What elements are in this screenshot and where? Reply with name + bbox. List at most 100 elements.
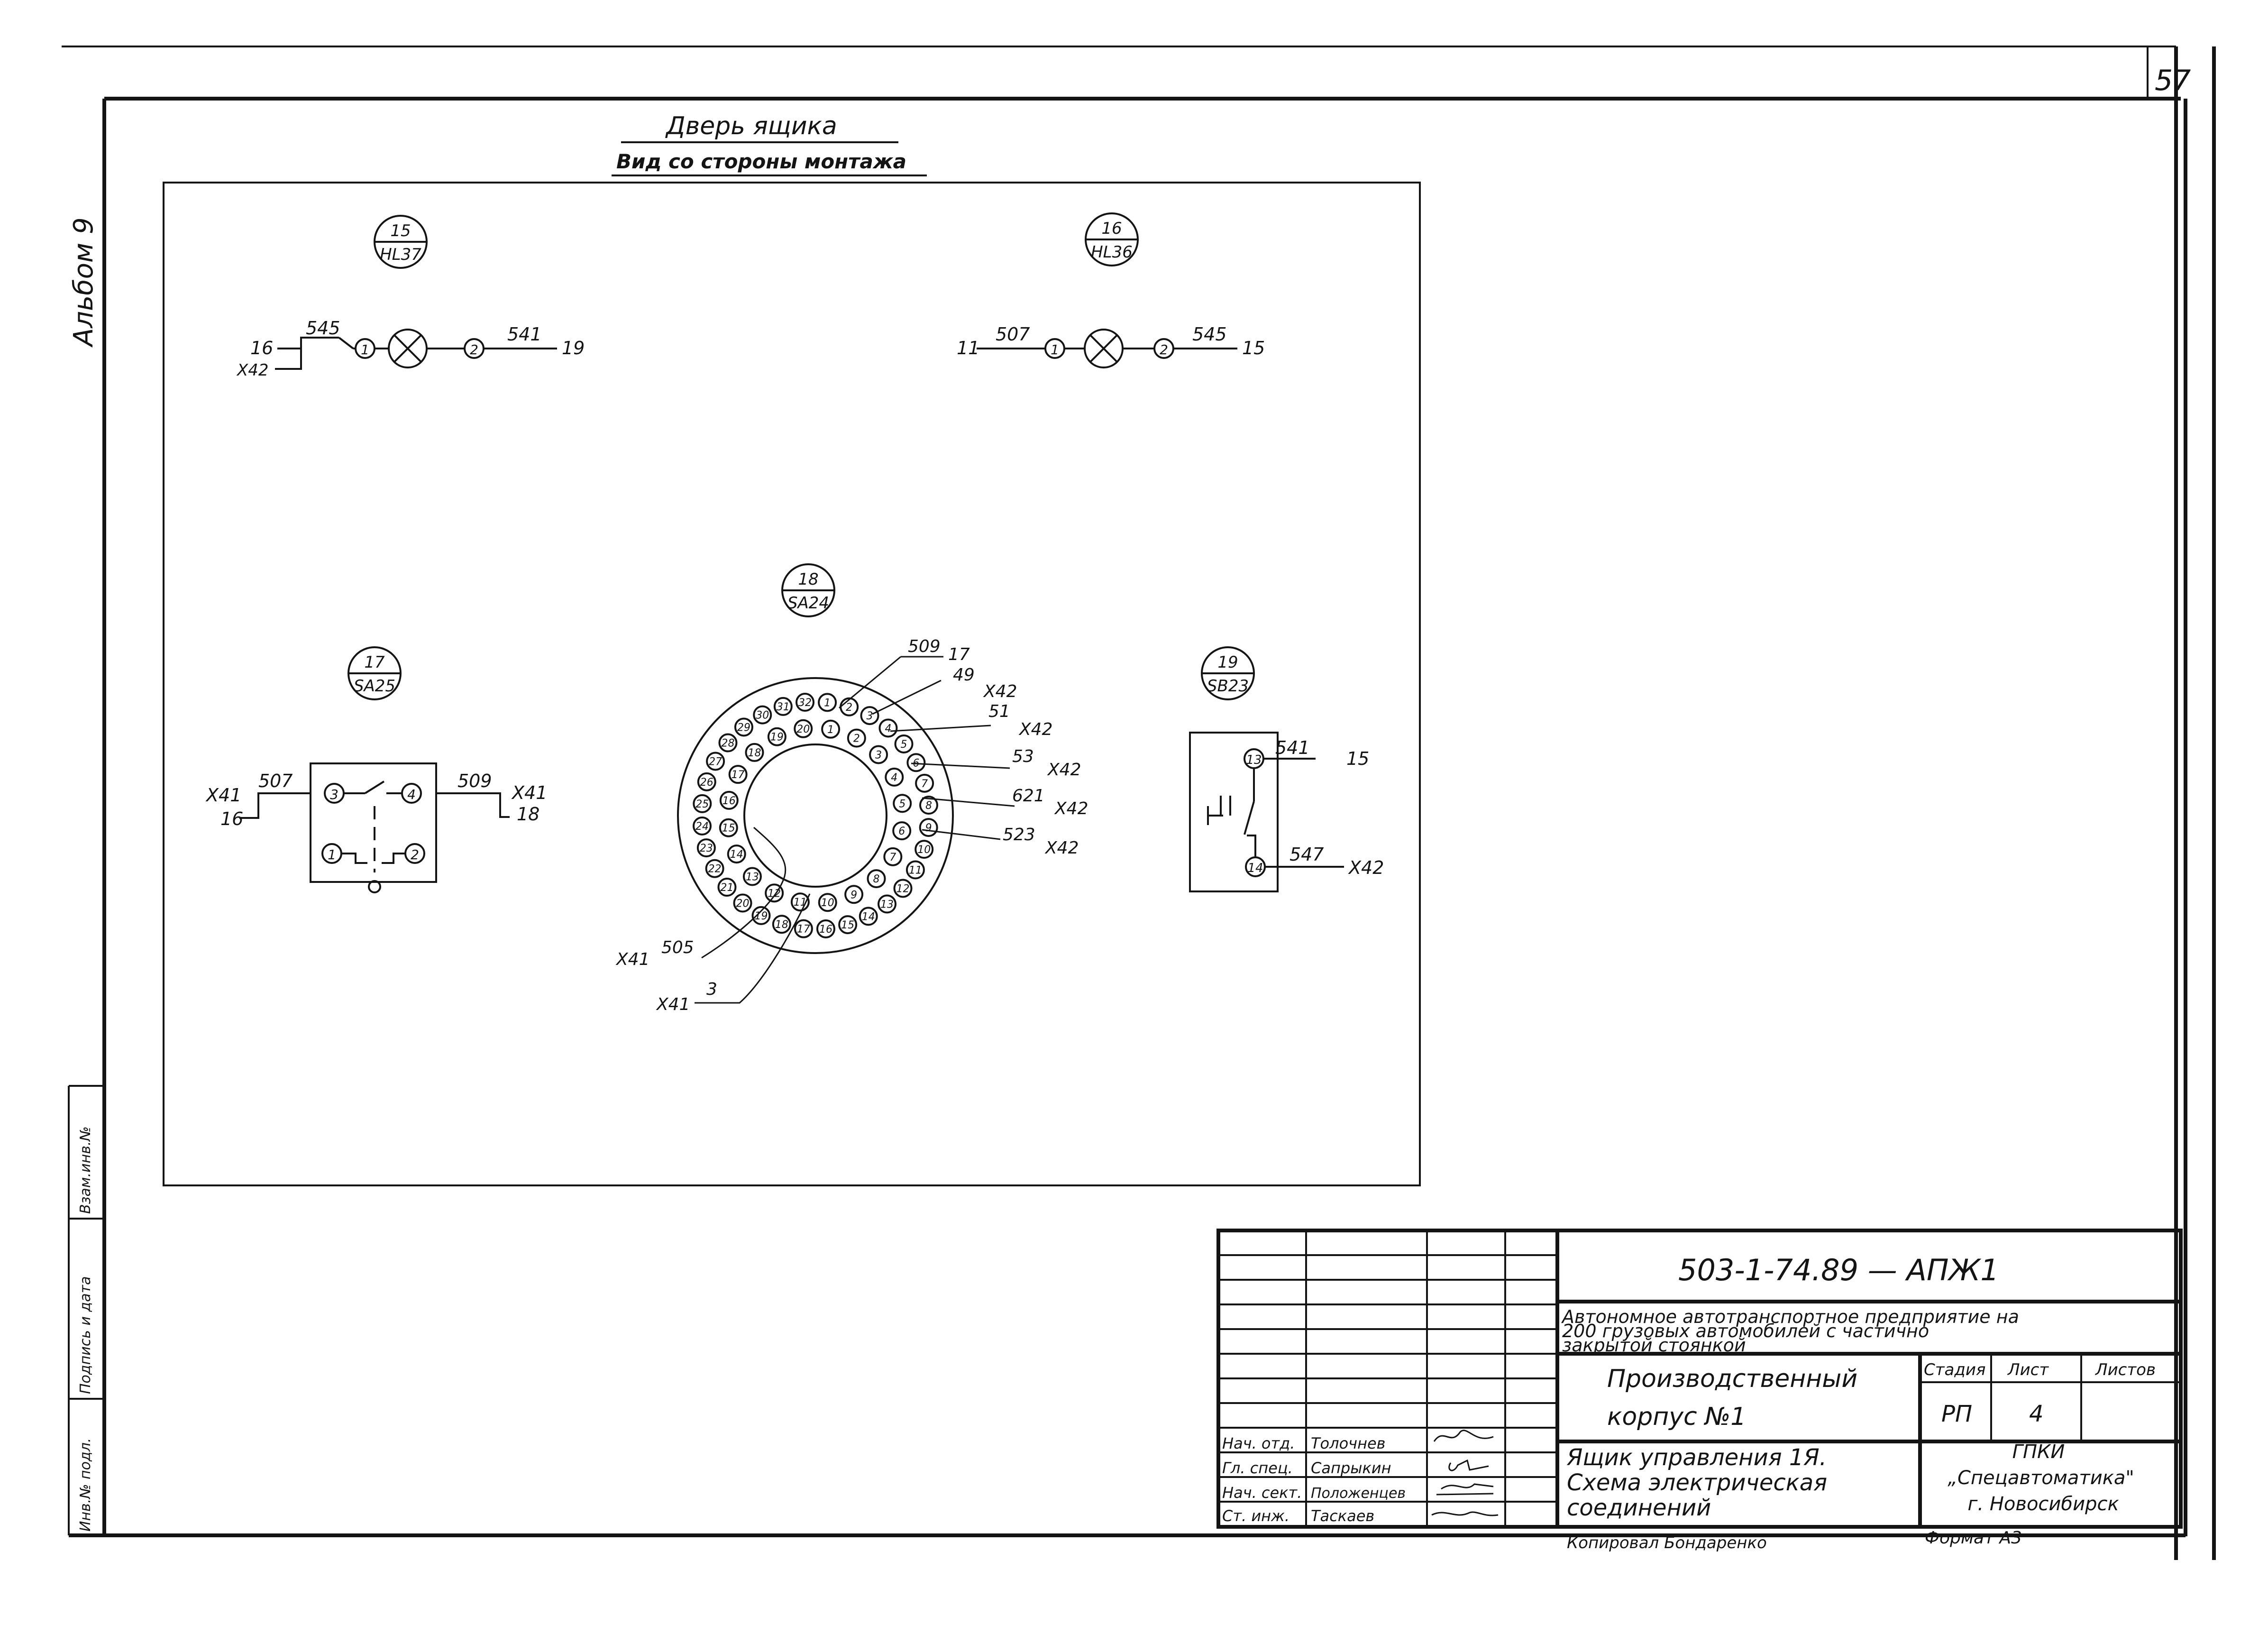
c19-pin-bottom: 14: [1247, 861, 1263, 875]
c15-right-wire: 541: [507, 324, 542, 345]
project-name-line3: закрытой стоянкой: [1562, 1335, 1746, 1356]
outer-pin-label-21: 21: [720, 882, 733, 894]
outer-pin-14: [859, 907, 878, 926]
c17-number: 17: [364, 653, 385, 672]
lamp-icon: [388, 329, 428, 368]
outer-pin-label-15: 15: [841, 919, 854, 931]
c17-left-number: 16: [220, 808, 243, 829]
building-line1: Производственный: [1607, 1365, 1857, 1393]
outer-pin-label-28: 28: [721, 738, 734, 750]
c19-ref: SB23: [1207, 677, 1249, 696]
project-name-line1: Автономное автотранспортное предприятие …: [1561, 1306, 2019, 1327]
staff-role-4: Ст. инж.: [1222, 1507, 1289, 1525]
c17-ref: SA25: [354, 677, 395, 696]
component-17-switch-sa25: 17 SA25 3 4 1 2 507 X41 16 509 X41 18: [205, 646, 547, 893]
side-label-inv-replace: Взам.инв.№: [77, 1126, 94, 1214]
inner-pin-18: [745, 743, 764, 762]
outer-pin-label-4: 4: [885, 723, 891, 734]
outer-pin-22: [705, 859, 724, 878]
stage-value: РП: [1941, 1401, 1972, 1427]
outer-pin-label-12: 12: [896, 883, 910, 895]
c16-number: 16: [1101, 219, 1122, 238]
c16-left-number: 11: [957, 338, 979, 358]
title-block-grid: [1216, 1229, 2183, 1529]
c15-ref: HL37: [380, 245, 421, 264]
c18-right-conn-4: X42: [1047, 760, 1081, 780]
outer-pin-31: [773, 697, 793, 716]
inner-pin-19: [767, 727, 786, 746]
inner-pin-14: [727, 844, 746, 864]
sheet-frame: [62, 46, 2216, 1560]
drawing-title-line2: Схема электрическая: [1567, 1469, 1827, 1496]
building-line2: корпус №1: [1607, 1403, 1746, 1431]
c16-right-wire: 545: [1192, 324, 1227, 345]
copied-by: Копировал Бондаренко: [1567, 1533, 1767, 1552]
c18-right-conn-5: X42: [1054, 799, 1088, 818]
inner-pin-label-14: 14: [730, 849, 743, 861]
stage-header: Стадия: [1924, 1360, 1985, 1379]
inner-pin-6: [892, 821, 912, 841]
inner-pin-label-7: 7: [889, 852, 896, 863]
outer-pin-label-10: 10: [917, 844, 931, 856]
project-name-line2: 200 грузовых автомобилей с частично: [1562, 1321, 1929, 1341]
component-15-lamp-hl37: 15 HL37 545 16 X42 1 2 541 19: [236, 215, 585, 380]
c15-number: 15: [390, 221, 411, 240]
c16-pin2: 2: [1160, 342, 1168, 358]
c18-bottom-wire-2: 3: [706, 980, 717, 999]
outer-pin-25: [693, 794, 712, 813]
component-19-button-sb23: 19 SB23 13 14 541 15 547 X42: [1189, 646, 1384, 892]
staff-role-3: Нач. сект.: [1222, 1484, 1302, 1502]
inner-pin-4: [885, 767, 904, 787]
side-stamp: [68, 1085, 104, 1535]
c17-pin1: 1: [328, 847, 336, 863]
c17-pin3: 3: [330, 787, 338, 802]
title-line1: Дверь ящика: [665, 112, 837, 140]
outer-pin-label-5: 5: [901, 739, 907, 751]
inner-pin-label-13: 13: [746, 872, 759, 883]
outer-pin-21: [717, 878, 737, 897]
inner-pin-15: [719, 818, 738, 837]
c17-pin4: 4: [407, 787, 416, 802]
outer-pin-24: [693, 816, 712, 835]
outer-pin-26: [697, 772, 716, 791]
inner-pin-12: [765, 883, 784, 903]
outer-pin-18: [772, 915, 791, 934]
doc-code: 503-1-74.89 — АПЖ1: [1678, 1253, 1999, 1287]
inner-pin-1: [821, 719, 841, 739]
door-outline: [163, 182, 1421, 1186]
sheet-value: 4: [2029, 1401, 2044, 1427]
org-line2: „Спецавтоматика": [1948, 1467, 2134, 1489]
paper-format: Формат А3: [1925, 1528, 2022, 1548]
outer-pin-29: [734, 717, 753, 737]
outer-pin-label-22: 22: [708, 863, 722, 875]
inner-pin-16: [719, 790, 739, 810]
outer-pin-label-16: 16: [819, 924, 832, 936]
inner-pin-label-6: 6: [898, 826, 905, 837]
outer-pin-label-29: 29: [737, 722, 750, 734]
c18-right-wire-5: 621: [1012, 786, 1045, 806]
c15-left-number: 16: [250, 338, 273, 358]
drawing-title-line3: соединений: [1567, 1495, 1711, 1521]
c17-right-wire: 509: [457, 771, 492, 791]
side-label-signature-date: Подпись и дата: [77, 1276, 94, 1395]
c18-right-wire-3: 51: [988, 702, 1010, 721]
inner-pin-label-18: 18: [748, 747, 761, 759]
inner-pin-10: [818, 893, 837, 912]
inner-pin-9: [844, 885, 864, 904]
album-label: Альбом 9: [68, 217, 99, 348]
outer-pin-label-11: 11: [909, 865, 922, 877]
c17-pin2: 2: [411, 847, 419, 863]
c16-left-wire: 507: [996, 324, 1030, 345]
c18-ref: SA24: [787, 594, 829, 613]
inner-pin-label-11: 11: [794, 897, 807, 909]
c15-left-connector: X42: [236, 361, 269, 380]
outer-pin-19: [751, 906, 771, 925]
c18-bottom-conn-2: X41: [656, 995, 690, 1014]
c19-number: 19: [1217, 653, 1238, 672]
inner-pin-label-1: 1: [827, 724, 834, 736]
c18-right-wire-4: 53: [1012, 747, 1034, 766]
outer-pin-label-32: 32: [798, 697, 812, 709]
